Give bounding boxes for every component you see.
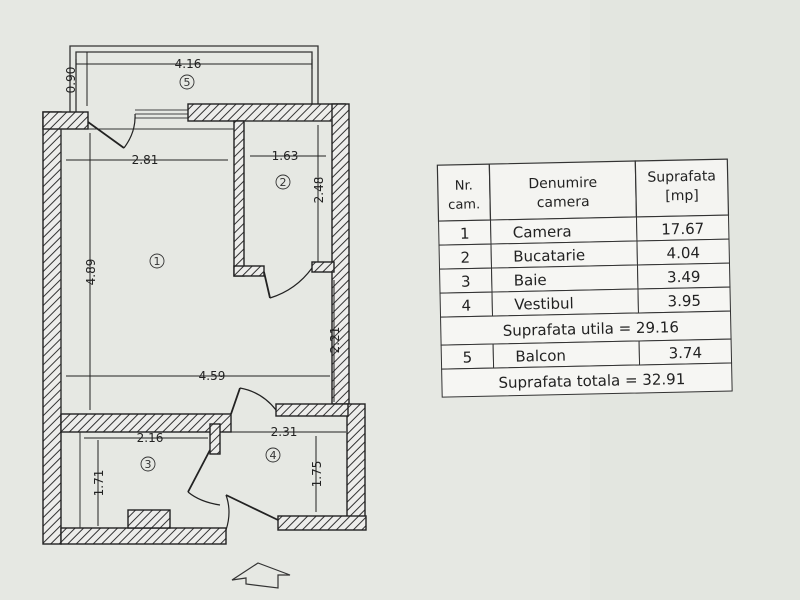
dim-kitchen-width: 1.63	[272, 149, 299, 163]
row-name: Vestibul	[514, 294, 574, 313]
walls	[42, 103, 367, 545]
room-number-3: 3	[145, 458, 152, 471]
table-row: 3 Baie 3.49	[439, 262, 731, 294]
header-name-line1: Denumire	[528, 175, 597, 192]
total-area: Suprafata totala = 32.91	[498, 370, 685, 392]
row-nr: 4	[461, 296, 471, 314]
row-nr: 5	[462, 348, 472, 366]
row-name: Bucatarie	[513, 246, 585, 266]
dim-kitchen-depth: 2.48	[312, 177, 326, 204]
room-outlines	[60, 120, 332, 528]
header-nr-line2: cam.	[448, 197, 480, 213]
header-area-line2: [mp]	[665, 188, 699, 205]
room-number-4: 4	[270, 449, 277, 462]
dim-balcony-width: 4.16	[175, 57, 202, 71]
room-marker-3: 3	[140, 456, 156, 472]
header-nr-line1: Nr.	[455, 178, 473, 193]
row-nr: 3	[461, 273, 471, 291]
table-row: 4 Vestibul 3.95	[439, 286, 731, 318]
dim-balcony-depth: 0.90	[64, 67, 78, 94]
useful-area-total: Suprafata utila = 29.16	[503, 318, 680, 340]
area-table: Nr. cam. Denumire camera Suprafata [mp] …	[436, 158, 733, 398]
row-nr: 1	[460, 225, 470, 243]
balcony-door-strip	[135, 109, 188, 119]
dim-bath-width: 2.16	[137, 431, 164, 445]
table-row-balcony: 5 Balcon 3.74	[440, 338, 733, 370]
room-number-1: 1	[154, 255, 161, 268]
floor-plan: 4.16 0.90 2.81 1.63 2.48 4.89 2.21 4.59 …	[42, 45, 367, 589]
row-name: Baie	[514, 271, 547, 290]
room-number-5: 5	[184, 76, 191, 89]
room-marker-4: 4	[265, 447, 281, 463]
room-marker-5: 5	[179, 74, 195, 90]
table-row: 1 Camera 17.67	[438, 214, 730, 246]
row-area: 4.04	[666, 244, 700, 263]
header-area-line1: Suprafata	[647, 168, 716, 185]
balcony-outline	[69, 45, 319, 112]
row-area: 17.67	[661, 220, 704, 239]
dim-room1-width: 2.81	[132, 153, 159, 167]
row-name: Camera	[513, 222, 572, 241]
row-nr: 2	[460, 249, 470, 267]
room-marker-1: 1	[149, 253, 165, 269]
dim-hall-width: 2.31	[271, 425, 298, 439]
dim-room1-depth: 4.89	[84, 259, 98, 286]
row-area: 3.49	[667, 268, 701, 287]
row-area: 3.74	[668, 344, 702, 363]
row-area: 3.95	[667, 292, 701, 311]
header-name-line2: camera	[537, 194, 590, 211]
row-name: Balcon	[515, 347, 566, 366]
dim-room1-lower-depth: 2.21	[328, 327, 342, 354]
dim-hall-depth: 1.75	[310, 461, 324, 488]
room-number-2: 2	[280, 176, 287, 189]
dim-bath-depth: 1.71	[92, 470, 106, 497]
dim-room1-full-width: 4.59	[199, 369, 226, 383]
dimension-lines	[66, 52, 346, 526]
doors	[87, 113, 313, 531]
entrance-arrow-icon	[231, 562, 291, 589]
room-marker-2: 2	[275, 174, 291, 190]
